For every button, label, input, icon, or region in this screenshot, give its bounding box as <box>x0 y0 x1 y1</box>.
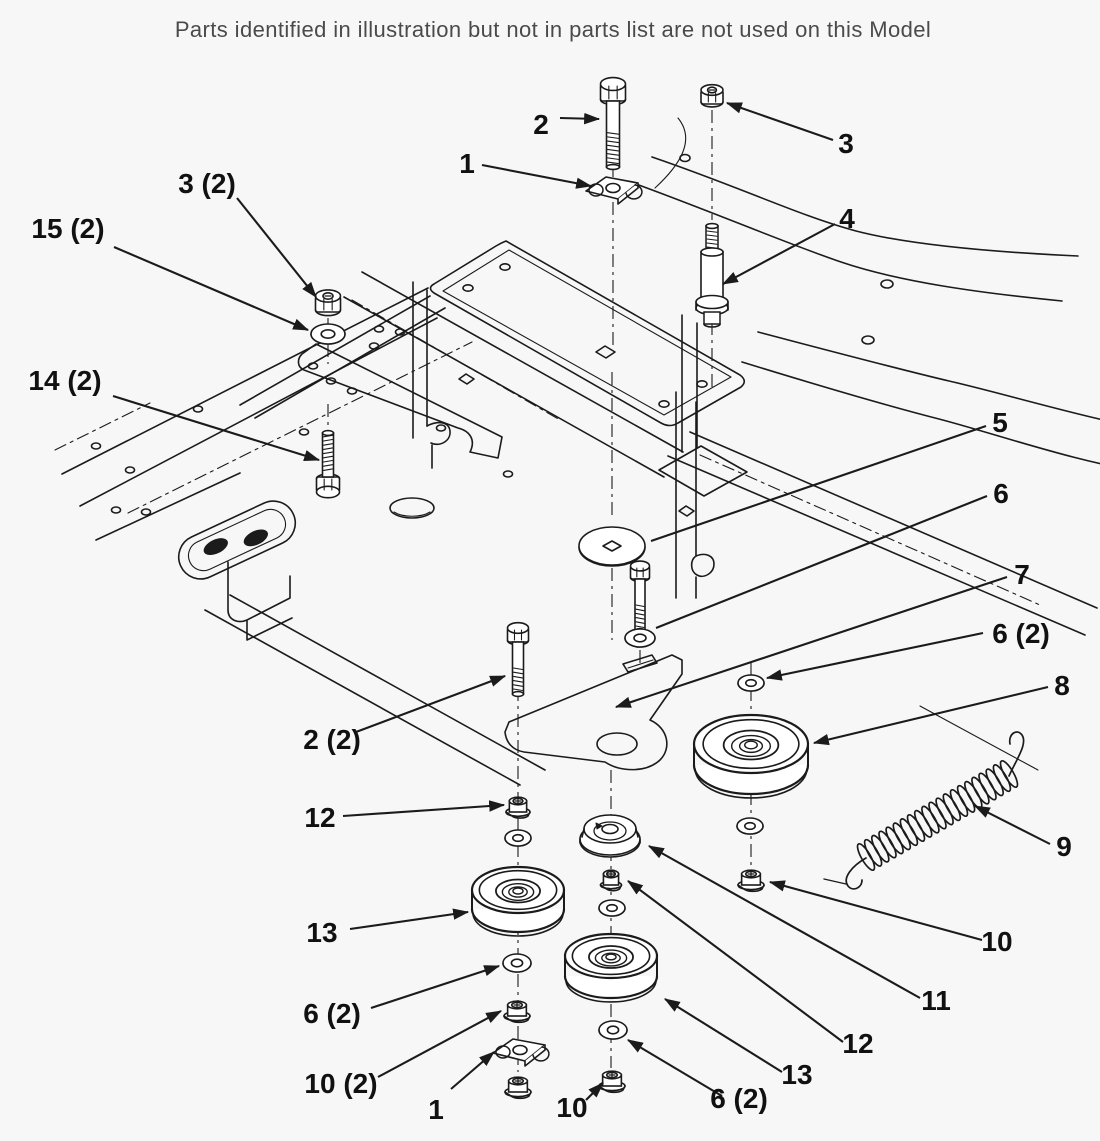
flat-washer-6-2-c <box>598 1020 628 1040</box>
flange-nut-10-a <box>737 869 765 893</box>
flat-washer-6-2-a <box>737 674 765 692</box>
callout-label-4: 3 (2) <box>178 168 236 199</box>
parts-layer <box>310 76 1025 1100</box>
leader-1-19 <box>450 1051 495 1090</box>
leader-7-9 <box>614 576 1008 708</box>
leader-11-14 <box>648 845 921 999</box>
leader-14-2--6 <box>112 394 321 462</box>
leader-6-2--21 <box>370 965 501 1009</box>
callout-label-6: 14 (2) <box>28 365 101 396</box>
hex-bolt-2-2 <box>506 621 530 698</box>
flange-nut-10-2 <box>503 1000 531 1024</box>
hex-bolt-2 <box>599 76 627 171</box>
callout-label-0: 2 <box>533 109 549 140</box>
flat-washer-6-2-b <box>502 953 532 973</box>
leader-12-15 <box>627 880 844 1043</box>
callout-label-19: 1 <box>428 1094 444 1125</box>
retainer-disc-5 <box>578 526 646 567</box>
leader-15-2--5 <box>113 246 310 331</box>
leader-8-11 <box>812 685 1049 746</box>
v-idler-pulley-13-b <box>563 932 659 1003</box>
leader-13-22 <box>349 908 470 931</box>
flat-washer-10-a <box>736 817 764 835</box>
idler-pulley-8 <box>692 713 810 799</box>
leader-9-12 <box>973 805 1051 845</box>
leader-6-2--17 <box>627 1039 723 1097</box>
callout-label-17: 6 (2) <box>710 1083 768 1114</box>
leader-1-2 <box>481 163 593 189</box>
callout-label-5: 15 (2) <box>31 213 104 244</box>
leader-6-2--10 <box>765 631 984 681</box>
leader-10-13 <box>768 880 983 942</box>
leader-6-8 <box>655 495 988 629</box>
v-idler-pulley-13-a <box>470 865 566 937</box>
callout-label-11: 8 <box>1054 670 1070 701</box>
callout-label-2: 1 <box>459 148 475 179</box>
callout-label-12: 9 <box>1056 831 1072 862</box>
callout-label-10: 6 (2) <box>992 618 1050 649</box>
frame-artwork <box>54 117 1100 786</box>
washer-15-2 <box>310 323 346 345</box>
callout-label-23: 12 <box>304 802 335 833</box>
flange-nut-12-a <box>505 796 531 819</box>
callout-label-13: 10 <box>981 926 1012 957</box>
leader-4-3 <box>721 223 836 285</box>
lock-nut-3-2 <box>314 289 342 317</box>
callout-label-1: 3 <box>838 128 854 159</box>
clamp-plate-1-bottom <box>492 1038 550 1067</box>
leader-10-2--20 <box>377 1010 503 1078</box>
flange-nut-12-b <box>599 869 623 892</box>
extension-spring-9 <box>823 731 1025 890</box>
leader-3-1 <box>725 102 834 141</box>
callout-label-21: 6 (2) <box>303 998 361 1029</box>
leader-5-7 <box>650 425 987 542</box>
hex-bolt-14-2 <box>315 429 341 499</box>
leader-2-2--24 <box>355 675 507 733</box>
callout-label-24: 2 (2) <box>303 724 361 755</box>
clamp-plate-1-top <box>585 176 643 205</box>
callout-label-22: 13 <box>306 917 337 948</box>
callout-label-20: 10 (2) <box>304 1068 377 1099</box>
hex-bolt-6 <box>629 560 651 635</box>
callout-label-16: 13 <box>781 1059 812 1090</box>
callout-label-9: 7 <box>1014 559 1030 590</box>
callout-label-18: 10 <box>556 1092 587 1123</box>
leader-12-23 <box>342 800 506 818</box>
leader-13-16 <box>664 998 783 1073</box>
leader-10-18 <box>585 1082 604 1101</box>
flange-nut-10-b <box>504 1076 532 1100</box>
callout-label-7: 5 <box>992 407 1008 438</box>
callout-label-15: 12 <box>842 1028 873 1059</box>
leader-3-2--4 <box>236 197 317 298</box>
flange-nut-10-c <box>598 1070 626 1094</box>
callout-label-8: 6 <box>993 478 1009 509</box>
callout-label-3: 4 <box>839 203 855 234</box>
flat-washer-6 <box>624 628 656 648</box>
leader-lines-layer <box>112 102 1051 1101</box>
callout-label-14: 11 <box>921 985 951 1016</box>
lock-nut-3 <box>700 83 724 108</box>
flat-washer-12-a <box>504 829 532 847</box>
leader-2-0 <box>559 112 601 125</box>
shoulder-bolt-4 <box>695 222 729 328</box>
flat-washer-12-b <box>598 899 626 917</box>
hub-spacer-11 <box>579 814 641 858</box>
header-note: Parts identified in illustration but not… <box>175 17 931 42</box>
